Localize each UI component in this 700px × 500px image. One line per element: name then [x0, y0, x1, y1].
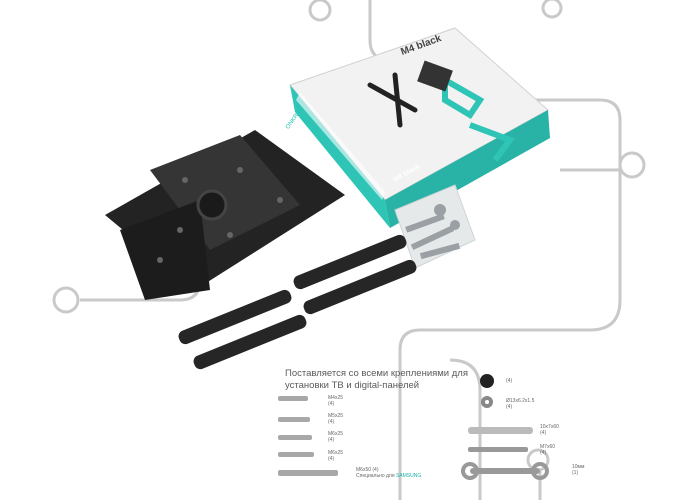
hardware-size: 10мм — [572, 464, 585, 470]
screw-label-3: M6x25 (4) — [328, 431, 343, 443]
screw-bag — [394, 184, 476, 269]
hardware-qty: (4) — [506, 404, 513, 410]
hardware-label-3: 10x7x60 (4) — [540, 424, 559, 436]
hardware-label-1: (4) — [506, 378, 513, 384]
hardware-qty: (4) — [540, 430, 547, 436]
hardware-label-2: Ø13x6.2x1.5 (4) — [506, 398, 534, 410]
screw-label-5: M6x50 (4) Специально для SAMSUNG — [356, 467, 421, 479]
hardware-size: Ø13x6.2x1.5 — [506, 398, 535, 404]
caption: Поставляется со всеми креплениями для ус… — [285, 368, 468, 392]
screw-label-1: M4x25 (4) — [328, 395, 343, 407]
hardware-size: 10x7x60 — [540, 424, 559, 430]
screw-qty: (4) — [328, 401, 335, 407]
screw-size: M4x25 — [328, 395, 344, 401]
hardware-label-5: 10мм (1) — [572, 464, 584, 476]
screw-label-2: M5x25 (4) — [328, 413, 343, 425]
mounting-plates — [178, 234, 417, 370]
screw-qty: (4) — [328, 456, 335, 462]
screw-size: M5x25 — [328, 413, 344, 419]
caption-line-2: установки ТВ и digital-панелей — [285, 380, 420, 391]
hardware-illustrations — [461, 374, 549, 480]
screw-size: M6x25 — [328, 450, 344, 456]
screw-qty: (4) — [328, 437, 335, 443]
wall-bracket — [105, 130, 345, 300]
hardware-qty: (4) — [540, 450, 547, 456]
screw-label-4: M6x25 (4) — [328, 450, 343, 462]
screw-size: M6x50 (4) — [356, 467, 379, 473]
screw-size: M6x25 — [328, 431, 344, 437]
hardware-qty: (1) — [572, 470, 579, 476]
background-nodes — [52, 0, 646, 472]
samsung-label: SAMSUNG — [395, 473, 422, 479]
hardware-size: M7x60 — [540, 444, 556, 450]
caption-line-1: Поставляется со всеми креплениями для — [285, 368, 468, 379]
screw-illustrations — [278, 396, 338, 476]
screw-note: Специально для — [356, 473, 395, 479]
screw-qty: (4) — [328, 419, 335, 425]
hardware-label-4: M7x60 (4) — [540, 444, 555, 456]
